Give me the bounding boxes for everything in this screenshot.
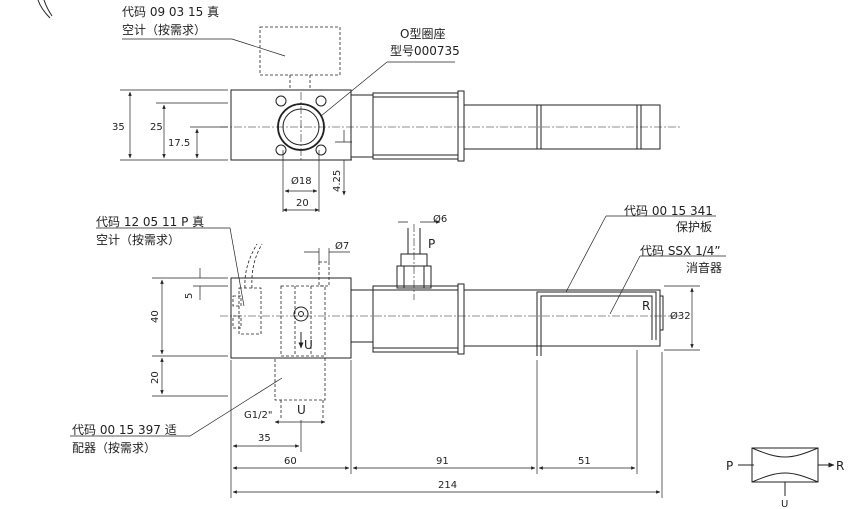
label-muffler-code: 代码 SSX 1/4” (640, 244, 721, 258)
port-p-letter: P (428, 237, 435, 251)
leader-oring (320, 61, 455, 117)
side-internal-walls (294, 286, 312, 356)
dim-ext (282, 150, 320, 212)
side-cross-bore-center (298, 311, 304, 317)
leader-muffler (609, 255, 726, 315)
side-silencer-end (660, 295, 664, 331)
side-gauge-tab (232, 295, 242, 307)
top-gauge-stem (289, 75, 311, 90)
dim-ext (120, 89, 228, 161)
side-internal-bore (280, 285, 326, 357)
bolt-hole (315, 144, 327, 156)
label-vacuum-top-code: 代码 09 03 15 真 (122, 5, 219, 19)
label-adapter-code: 代码 00 15 397 适 (72, 423, 177, 437)
dim-text-20: 20 (296, 198, 309, 209)
symbol-label-u: U (781, 499, 788, 509)
top-ring (457, 90, 465, 162)
side-tube (463, 289, 661, 347)
dim-text-51: 51 (578, 456, 591, 467)
port-r-letter: R (642, 299, 650, 313)
label-muffler-name: 消音器 (686, 260, 722, 275)
dim-text-dia-18: Ø18 (291, 175, 312, 187)
side-body-edges (373, 289, 458, 349)
dim-text-60: 60 (284, 456, 297, 467)
bolt-hole (275, 144, 287, 156)
side-gauge-tube (244, 243, 263, 289)
port-u-letter-adapter: U (297, 403, 306, 417)
label-vacuum-side-note: 空计（按需求） (96, 233, 180, 247)
dim-ext (335, 141, 352, 161)
dim-ext (664, 285, 700, 351)
label-plate-code: 代码 00 15 341 (624, 204, 713, 218)
dim-text-dia-6: Ø6 (433, 213, 447, 225)
text-layer: 代码 09 03 15 真 空计（按需求） O型圈座 型号000735 35 2… (72, 5, 844, 509)
side-main-block (230, 277, 352, 359)
dim-text-91: 91 (436, 456, 449, 467)
side-top-port (318, 261, 330, 287)
top-view (120, 26, 680, 212)
dim-text-side-35: 35 (258, 433, 271, 444)
dim-text-25: 25 (150, 122, 163, 133)
dim-text-dia-7: Ø7 (335, 240, 349, 252)
label-plate-name: 保护板 (676, 220, 712, 234)
leader-side-vacuum (96, 227, 245, 307)
side-vacuum-gauge (238, 287, 262, 335)
dim-ext (152, 277, 228, 357)
symbol-label-r: R (836, 459, 844, 473)
side-gauge-tab (232, 315, 242, 329)
dim-text-17-5: 17.5 (168, 138, 190, 149)
label-oring-title: O型圈座 (400, 26, 445, 41)
label-vacuum-top-note: 空计（按需求） (122, 23, 206, 37)
leader-adapter (70, 377, 283, 437)
side-adapter-thread (280, 400, 324, 420)
side-view (70, 215, 726, 498)
side-fitting-tube (407, 228, 421, 254)
wire-mark (37, 0, 53, 19)
label-oring-model: 型号000735 (390, 44, 460, 58)
top-tube-bands (536, 105, 642, 149)
symbol-label-p: P (726, 459, 733, 473)
ejector-symbol (738, 447, 835, 496)
dim-text-dia-32: Ø32 (670, 310, 691, 322)
leader-top-vacuum (122, 38, 286, 57)
symbol-box (751, 447, 819, 483)
bolt-hole (315, 95, 327, 107)
dim-text-side-20: 20 (150, 371, 161, 384)
label-adapter-note: 配器（按需求） (72, 441, 156, 455)
leader-plate (565, 215, 716, 293)
top-body-edges (373, 96, 458, 156)
dim-text-214: 214 (438, 480, 457, 491)
side-adapter (274, 357, 326, 401)
side-body (372, 285, 459, 353)
port-u-letter-block: U (304, 338, 313, 352)
side-fitting-flats (403, 266, 425, 288)
side-protective-plate (536, 291, 657, 356)
dim-text-35: 35 (112, 122, 125, 133)
dim-ext (193, 277, 228, 287)
dim-ext (230, 360, 302, 498)
dim-text-5: 5 (184, 293, 195, 299)
label-vacuum-side-code: 代码 12 05 11 P 真 (96, 215, 204, 229)
top-tube (463, 104, 661, 150)
top-main-block (230, 89, 352, 161)
top-body (372, 92, 459, 160)
bolt-hole (275, 95, 287, 107)
symbol-venturi (751, 447, 819, 483)
dim-text-thread: G1/2" (244, 410, 272, 421)
dim-text-4-25: 4.25 (332, 170, 343, 192)
side-ring (457, 283, 465, 355)
dim-ext (350, 350, 663, 498)
top-nut (350, 94, 374, 158)
side-cross-bore (293, 306, 309, 322)
top-vacuum-gauge-outline (259, 26, 341, 76)
dim-text-40: 40 (150, 310, 161, 323)
dim-ext (318, 248, 330, 262)
